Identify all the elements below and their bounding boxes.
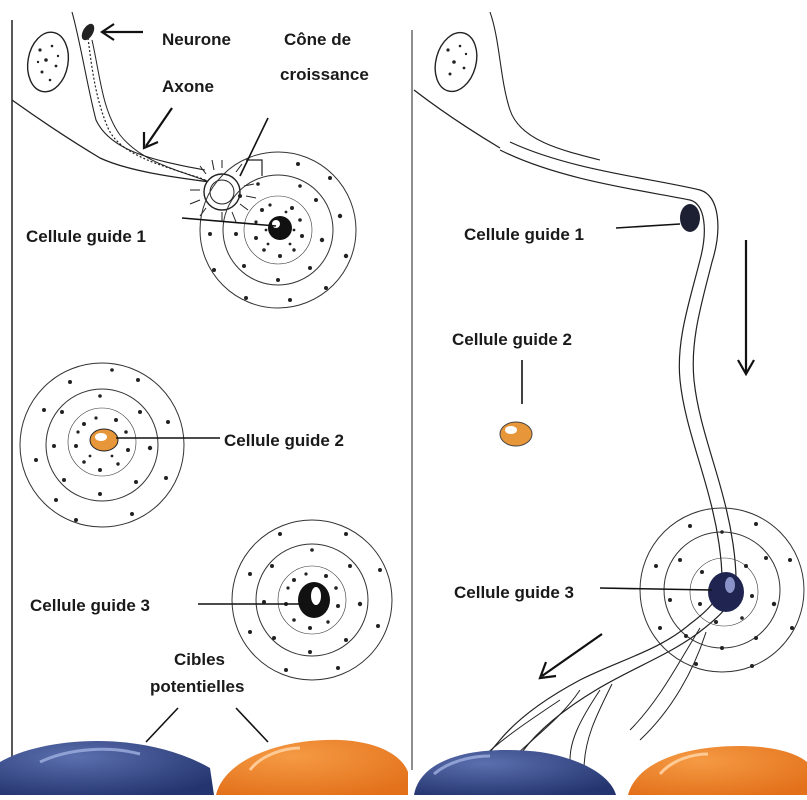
- guide2-label: Cellule guide 2: [224, 431, 344, 450]
- arrow-to-axon: [144, 108, 172, 148]
- left-panel: Neurone Axone Cône de croissance Cellule…: [0, 12, 412, 795]
- targets-leader-right: [236, 708, 268, 742]
- right-guide1-leader: [616, 224, 680, 228]
- right-panel: Cellule guide 1 Cellule guide 2 Cellule …: [414, 12, 807, 795]
- right-guide-cell-2: [500, 422, 532, 446]
- right-guide1-label: Cellule guide 1: [464, 225, 584, 244]
- right-guide2-label: Cellule guide 2: [452, 330, 572, 349]
- neuron-label: Neurone: [162, 30, 231, 49]
- targets-label-line2: potentielles: [150, 677, 244, 696]
- arrow-down: [738, 240, 754, 374]
- arrow-branch: [540, 634, 602, 678]
- targets-label-line1: Cibles: [174, 650, 225, 669]
- target-cell-orange-left: [216, 740, 408, 795]
- growth-cone-label-line2: croissance: [280, 65, 369, 84]
- axon-label: Axone: [162, 77, 214, 96]
- target-cell-orange-right: [628, 746, 807, 795]
- guide1-leader: [182, 218, 276, 226]
- right-guide3-leader: [600, 588, 712, 590]
- target-cell-blue-left: [0, 741, 214, 795]
- arrow-to-neuron: [102, 24, 143, 40]
- targets-leader-left: [146, 708, 178, 742]
- guide-cell-3: [232, 520, 392, 680]
- right-guide-cell-1: [680, 204, 700, 232]
- membrane-outline: [12, 100, 210, 182]
- neuron-cell-body: [23, 29, 73, 95]
- guide3-label: Cellule guide 3: [30, 596, 150, 615]
- guide1-label: Cellule guide 1: [26, 227, 146, 246]
- growth-cone-label-line1: Cône de: [284, 30, 351, 49]
- right-neuron-cell-body: [429, 28, 483, 96]
- right-guide3-label: Cellule guide 3: [454, 583, 574, 602]
- right-guide-cell-3: [640, 508, 804, 672]
- guide-cell-2: [20, 363, 184, 527]
- target-cell-blue-right: [414, 750, 616, 795]
- right-membrane-outline: [414, 90, 500, 148]
- growth-cone-leader: [240, 118, 268, 176]
